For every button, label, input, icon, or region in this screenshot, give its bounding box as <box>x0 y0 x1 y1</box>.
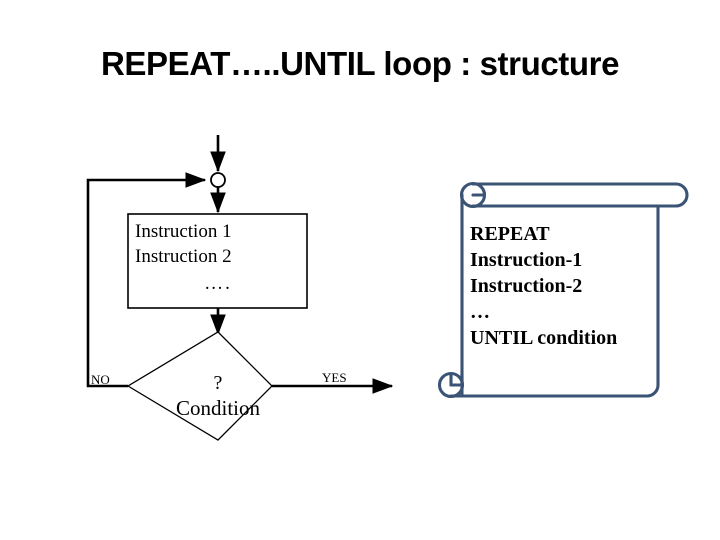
pseudocode-line: REPEAT <box>470 223 550 245</box>
pseudocode-line: Instruction-1 <box>470 249 583 271</box>
pseudocode-line: UNTIL condition <box>470 327 618 349</box>
process-box-shape <box>127 213 308 309</box>
pseudocode-line: … <box>470 301 490 323</box>
process-line-3: …. <box>204 273 232 294</box>
process-box-text: Instruction 1 Instruction 2 …. <box>135 219 301 296</box>
process-line-1: Instruction 1 <box>135 221 232 242</box>
pseudocode-line: Instruction-2 <box>470 275 583 297</box>
pseudocode-scroll-shape <box>437 181 689 399</box>
process-line-2: Instruction 2 <box>135 246 232 267</box>
page-title: REPEAT…..UNTIL loop : structure <box>100 45 620 82</box>
merge-circle-icon <box>210 172 226 188</box>
pseudocode-text: REPEAT Instruction-1 Instruction-2 … UNT… <box>470 221 660 351</box>
decision-question-mark: ? <box>213 372 223 394</box>
decision-diamond-shape <box>126 331 273 441</box>
branch-label-no: NO <box>91 372 110 387</box>
branch-label-yes: YES <box>322 370 347 385</box>
feedback-loop-path <box>86 172 207 388</box>
decision-label: Condition <box>175 396 260 420</box>
